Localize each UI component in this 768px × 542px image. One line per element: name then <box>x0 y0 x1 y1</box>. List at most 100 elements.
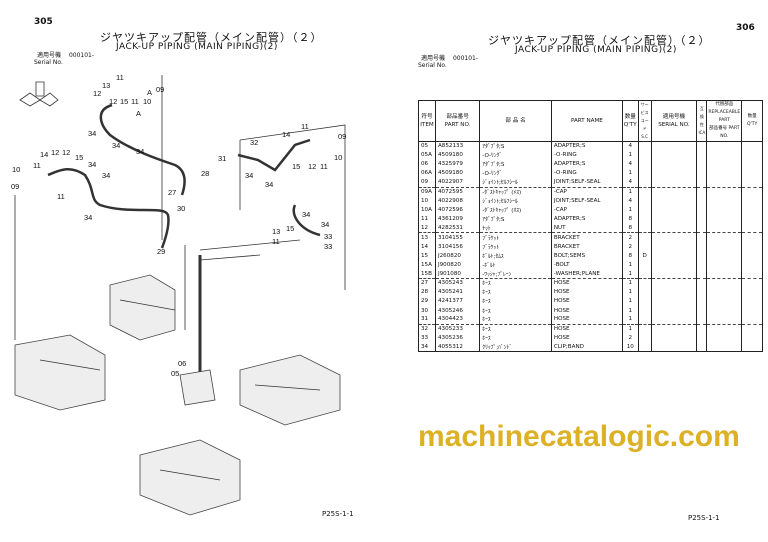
cell-part-no: 4072595 <box>434 187 481 197</box>
cell-empty <box>706 232 743 243</box>
cell-empty <box>650 223 698 234</box>
cell-empty <box>706 306 743 316</box>
cell-empty <box>706 187 743 197</box>
callout-label: 12 <box>308 162 316 171</box>
cell-name-jp: ﾎｰｽ <box>479 278 552 288</box>
cell-qty: 2 <box>621 232 639 243</box>
cell-part-name: BRACKET <box>550 232 623 243</box>
cell-empty <box>650 159 698 169</box>
cell-name-jp: -ﾀﾞｽﾄｷｬｯﾌﾟ (ﾒｽ) <box>479 187 552 197</box>
cell-part-no: 4361209 <box>434 214 481 224</box>
right-footer: P25S-1-1 <box>688 514 720 522</box>
cell-service-code <box>637 141 652 151</box>
cell-part-no: 4509180 <box>434 168 481 179</box>
cell-empty <box>741 223 763 234</box>
cell-name-jp: ｼﾞｮｲﾝﾄ;ｾﾙﾌｼｰﾙ <box>479 196 552 206</box>
callout-label: 27 <box>168 188 176 197</box>
cell-item: 33 <box>418 333 436 343</box>
callout-label: 34 <box>245 171 253 180</box>
cell-empty <box>696 333 708 343</box>
watermark: machinecatalogic.com <box>418 420 740 453</box>
cell-empty <box>741 178 763 188</box>
cell-item: 12 <box>418 223 436 234</box>
cell-item: 14 <box>418 242 436 252</box>
cell-item: 09 <box>418 178 436 188</box>
cell-service-code <box>637 260 652 270</box>
cell-empty <box>650 287 698 297</box>
callout-label: 10 <box>143 97 151 106</box>
cell-empty <box>706 260 743 270</box>
callout-label: 15 <box>286 224 294 233</box>
cell-part-name: -BOLT <box>550 260 623 270</box>
cell-part-no: 3104156 <box>434 242 481 252</box>
callout-label: 11 <box>320 162 328 171</box>
cell-empty <box>741 168 763 179</box>
col-name-jp: 部 品 名 <box>479 100 552 142</box>
cell-name-jp: ｸﾘｯﾌﾟ;ﾊﾞﾝﾄﾞ <box>479 342 552 353</box>
cell-part-no: 4305243 <box>434 278 481 288</box>
callout-label: 13 <box>102 81 110 90</box>
cell-name-jp: -O-ﾘﾝｸﾞ <box>479 168 552 179</box>
callout-label: 34 <box>84 213 92 222</box>
cell-part-no: 4509180 <box>434 150 481 160</box>
cell-empty <box>696 150 708 160</box>
left-serial-info: 適用号機 000101- Serial No. <box>34 52 94 66</box>
cell-empty <box>650 178 698 188</box>
right-page-number: 306 <box>736 23 755 33</box>
cell-name-jp: -ﾜｯｼｬ;ﾌﾟﾚｰﾝ <box>479 269 552 280</box>
cell-item: 05A <box>418 150 436 160</box>
callout-label: 09 <box>11 182 19 191</box>
cell-service-code <box>637 315 652 325</box>
cell-service-code <box>637 306 652 316</box>
cell-empty <box>706 159 743 169</box>
cell-empty <box>650 242 698 252</box>
cell-empty <box>741 260 763 270</box>
cell-service-code <box>637 214 652 224</box>
cell-part-no: 4305233 <box>434 324 481 334</box>
cell-part-no: J901080 <box>434 269 481 280</box>
col-part-name: PART NAME <box>550 100 623 142</box>
cell-name-jp: -ﾀﾞｽﾄｷｬｯﾌﾟ (ｵｽ) <box>479 205 552 215</box>
cell-empty <box>696 168 708 179</box>
cell-part-name: HOSE <box>550 315 623 325</box>
cell-qty: 4 <box>621 196 639 206</box>
cell-qty: 2 <box>621 242 639 252</box>
cell-qty: 1 <box>621 205 639 215</box>
callout-label: 14 <box>40 150 48 159</box>
callout-label: 34 <box>88 129 96 138</box>
cell-name-jp: -O-ﾘﾝｸﾞ <box>479 150 552 160</box>
cell-item: 34 <box>418 342 436 353</box>
callout-label: 12 <box>93 89 101 98</box>
cell-empty <box>741 232 763 243</box>
cell-qty: 10 <box>621 342 639 353</box>
cell-part-no: J260820 <box>434 251 481 261</box>
cell-part-name: HOSE <box>550 296 623 307</box>
right-title-jp: ジヤツキアップ配管（メイン配管）（２） <box>488 34 711 47</box>
cell-empty <box>696 205 708 215</box>
cell-empty <box>741 205 763 215</box>
cell-empty <box>696 242 708 252</box>
cell-empty <box>706 269 743 280</box>
col-repl-qty: 数量 Q'TY <box>741 100 763 142</box>
cell-empty <box>741 214 763 224</box>
cell-empty <box>696 287 708 297</box>
cell-name-jp: ｼﾞｮｲﾝﾄ;ｾﾙﾌｼｰﾙ <box>479 178 552 188</box>
cell-part-no: A852133 <box>434 141 481 151</box>
serial-label-en: Serial No. <box>418 62 447 69</box>
cell-empty <box>741 159 763 169</box>
callout-label: 33 <box>324 232 332 241</box>
cell-empty <box>650 214 698 224</box>
cell-empty <box>696 187 708 197</box>
